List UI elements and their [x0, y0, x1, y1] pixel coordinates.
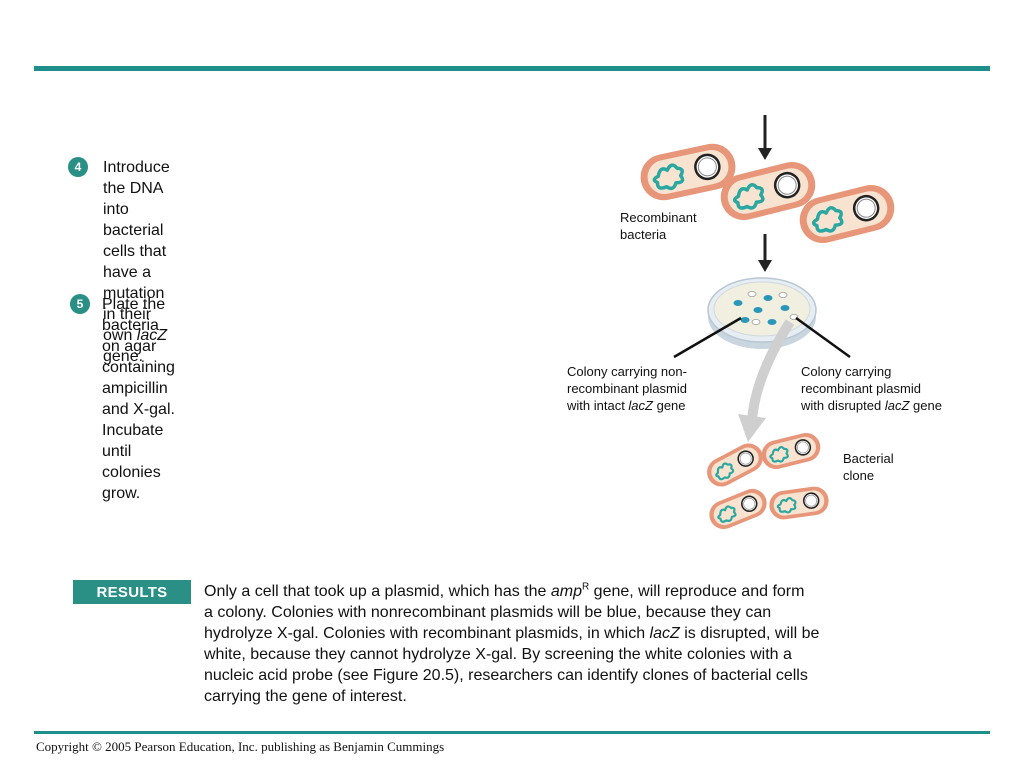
text-span: is disrupted, will be [679, 625, 820, 642]
step-5-text: Plate the bacteria on agar containing am… [102, 294, 175, 504]
label-line: Bacterial [843, 451, 894, 466]
results-badge: RESULTS [73, 580, 191, 604]
label-recombinant-colony: Colony carrying recombinant plasmid with… [801, 363, 942, 414]
text-span: gene. [103, 348, 144, 365]
text-span: Only a cell that took up a plasmid, whic… [204, 583, 551, 600]
step-number-badge: 5 [70, 294, 90, 314]
bacterial-clone [700, 428, 832, 535]
results-line-3: hydrolyze X-gal. Colonies with recombina… [204, 623, 864, 644]
gene-name: lacZ [884, 398, 910, 413]
results-line-5: nucleic acid probe (see Figure 20.5), re… [204, 667, 808, 684]
step-number-badge: 4 [68, 157, 88, 177]
label-line: bacteria [620, 227, 667, 242]
text-span: gene [909, 398, 942, 413]
label-recombinant-bacteria: Recombinant bacteria [620, 209, 697, 243]
copyright-notice: Copyright © 2005 Pearson Education, Inc.… [36, 739, 445, 754]
label-line: recombinant plasmid [567, 381, 687, 396]
label-line: with disrupted lacZ gene [801, 397, 942, 414]
step-4-line-2: mutation in their own lacZ gene. [103, 283, 170, 367]
down-arrow-2 [758, 234, 772, 272]
results-line-6: carrying the gene of interest. [204, 688, 407, 705]
text-span: gene, will reproduce and form [589, 583, 805, 600]
label-line: Colony carrying [801, 364, 892, 379]
gene-name: lacZ [136, 327, 168, 344]
petri-dish [707, 277, 817, 349]
results-text: Only a cell that took up a plasmid, whic… [204, 581, 864, 707]
bottom-divider [34, 731, 990, 734]
step-5-line-2: ampicillin and X-gal. Incubate until [102, 380, 175, 460]
label-line: with intact lacZ gene [567, 397, 687, 414]
down-arrow-1 [758, 115, 772, 160]
label-line: clone [843, 468, 875, 483]
step-4-line-1: Introduce the DNA into bacterial cells t… [103, 159, 170, 281]
text-span: hydrolyze X-gal. Colonies with recombina… [204, 625, 650, 642]
results-line-4: white, because they cannot hydrolyze X-g… [204, 646, 792, 663]
text-span: mutation in their own [103, 285, 165, 344]
superscript: R [581, 581, 590, 593]
gene-name: lacZ [649, 625, 680, 642]
label-bacterial-clone: Bacterial clone [843, 450, 894, 484]
text-span: with disrupted [801, 398, 885, 413]
gene-name: lacZ [628, 398, 653, 413]
pointer-nonrecombinant [673, 316, 742, 359]
clone-arrow [738, 319, 795, 442]
top-divider [34, 66, 990, 71]
text-span: with intact [567, 398, 629, 413]
label-nonrecombinant-colony: Colony carrying non- recombinant plasmid… [567, 363, 687, 414]
label-line: Recombinant [620, 210, 697, 225]
results-line-1: Only a cell that took up a plasmid, whic… [204, 581, 864, 602]
text-span: gene [652, 398, 686, 413]
step-5-line-3: colonies grow. [102, 464, 161, 502]
white-colonies [747, 290, 799, 325]
label-line: Colony carrying non- [567, 364, 687, 379]
label-line: recombinant plasmid [801, 381, 921, 396]
pointer-recombinant [795, 316, 851, 359]
blue-colonies [733, 295, 790, 325]
results-line-2: a colony. Colonies with nonrecombinant p… [204, 604, 772, 621]
step-5-line-1: Plate the bacteria on agar containing [102, 296, 175, 376]
gene-name: amp [550, 583, 582, 600]
step-4-text: Introduce the DNA into bacterial cells t… [103, 157, 170, 367]
